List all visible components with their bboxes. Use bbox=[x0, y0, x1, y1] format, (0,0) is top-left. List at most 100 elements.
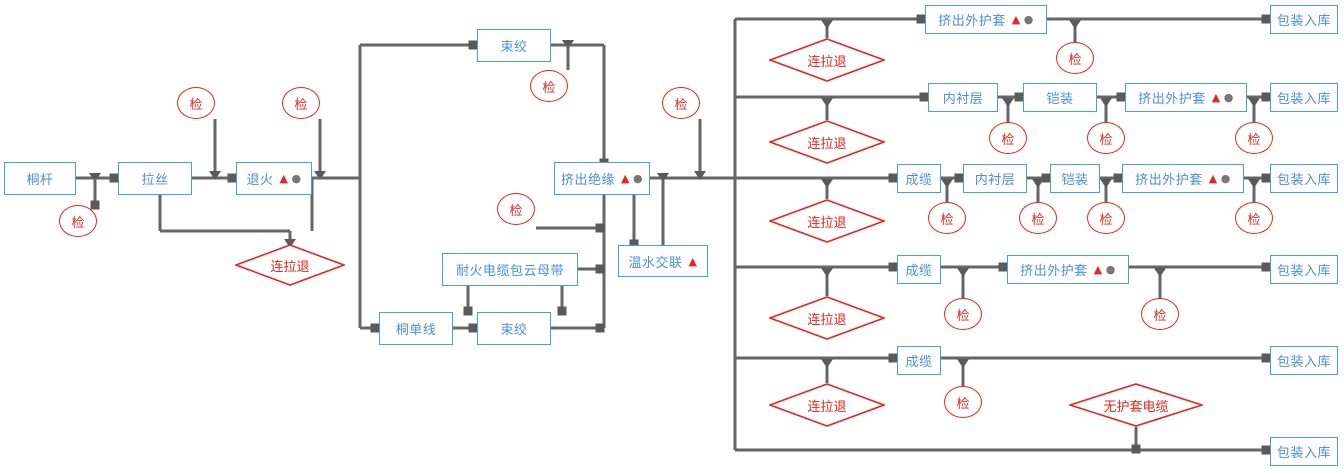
inspection-node-row-4-1[interactable]: 检 bbox=[1141, 298, 1179, 330]
inspection-node-row-4-0[interactable]: 检 bbox=[944, 298, 982, 330]
inspection-node-row-3-2[interactable]: 检 bbox=[1087, 202, 1125, 234]
inspection-node-jian-shujiao-top[interactable]: 检 bbox=[530, 70, 568, 102]
decision-node-row-2[interactable]: 连拉退 bbox=[769, 120, 885, 164]
decision-node-row-3[interactable]: 连拉退 bbox=[769, 199, 885, 243]
inspection-node-row-2-0[interactable]: 检 bbox=[989, 122, 1027, 154]
process-box-chenglan-row-5-0[interactable]: 成缆 bbox=[897, 346, 941, 375]
process-box-label: 包装入库 bbox=[1276, 14, 1331, 29]
arrow-head-icon bbox=[919, 92, 929, 102]
inspection-node-row-1-0[interactable]: 检 bbox=[1056, 42, 1094, 74]
process-box-tonggan-L0[interactable]: 桐杆 bbox=[4, 162, 76, 195]
triangle-marker-icon: ▲ bbox=[279, 172, 289, 185]
arrow-head-icon bbox=[468, 40, 478, 50]
process-box-jichuwaihutao-row-4-1[interactable]: 挤出外护套 ▲● bbox=[1007, 255, 1129, 284]
diamond-shape-icon bbox=[769, 199, 885, 243]
triangle-marker-icon: ▲ bbox=[1211, 91, 1221, 104]
process-box-baozhuangruku-row-4-2[interactable]: 包装入库 bbox=[1270, 255, 1338, 284]
inspection-node-label: 检 bbox=[1099, 212, 1113, 228]
process-box-label: 成缆 bbox=[905, 355, 933, 370]
triangle-marker-icon: ▲ bbox=[620, 172, 630, 185]
process-box-jichujueyuan-L4[interactable]: 挤出绝缘▲● bbox=[554, 162, 650, 195]
arrow-head-icon bbox=[1261, 14, 1271, 24]
decision-node-lianlatui-left[interactable]: 连拉退 bbox=[235, 244, 345, 286]
process-box-label: 温水交联 bbox=[628, 255, 683, 271]
inspection-node-jian-trunk[interactable]: 检 bbox=[662, 87, 700, 119]
arrow-head-down-icon bbox=[1100, 98, 1112, 107]
decision-node-label: 连拉退 bbox=[807, 312, 847, 328]
inspection-node-row-2-2[interactable]: 检 bbox=[1235, 122, 1273, 154]
inspection-node-jian-tuihuo[interactable]: 检 bbox=[282, 87, 320, 119]
process-box-label: 桐单线 bbox=[395, 323, 437, 338]
arrow-head-icon bbox=[888, 173, 898, 183]
inspection-node-label: 检 bbox=[542, 80, 556, 96]
arrow-head-icon bbox=[557, 306, 567, 316]
arrow-head-icon bbox=[1113, 173, 1123, 183]
arrow-head-icon bbox=[1261, 445, 1271, 455]
inspection-node-jian-lasi[interactable]: 检 bbox=[177, 87, 215, 119]
process-box-neichenceng-row-2-0[interactable]: 内衬层 bbox=[928, 83, 998, 112]
process-box-label: 内衬层 bbox=[974, 173, 1016, 188]
process-box-baozhuangruku-row-5-1[interactable]: 包装入库 bbox=[1270, 346, 1338, 375]
process-box-label: 桐杆 bbox=[26, 173, 54, 188]
process-box-chenglan-row-3-0[interactable]: 成缆 bbox=[897, 164, 941, 193]
inspection-node-row-2-1[interactable]: 检 bbox=[1087, 122, 1125, 154]
arrow-head-down-icon bbox=[1100, 179, 1112, 188]
process-box-jichuwaihutao-row-2-2[interactable]: 挤出外护套▲● bbox=[1125, 83, 1247, 112]
decision-node-row-6[interactable]: 无护套电缆 bbox=[1069, 383, 1203, 427]
arrow-head-icon bbox=[1261, 92, 1271, 102]
process-box-shujiao-bottom-L8[interactable]: 束绞 bbox=[477, 312, 551, 345]
inspection-node-row-5-0[interactable]: 检 bbox=[944, 386, 982, 418]
process-box-baozhuangruku-row-1-1[interactable]: 包装入库 bbox=[1270, 5, 1338, 34]
diamond-shape-icon bbox=[769, 296, 885, 340]
triangle-marker-icon: ▲ bbox=[1011, 13, 1021, 26]
arrow-head-icon bbox=[1261, 353, 1271, 363]
process-box-baozhuangruku-row-2-3[interactable]: 包装入库 bbox=[1270, 83, 1338, 112]
arrow-head-down-icon bbox=[694, 171, 706, 180]
inspection-node-jian-naihuo[interactable]: 检 bbox=[497, 193, 535, 225]
inspection-node-row-3-3[interactable]: 检 bbox=[1235, 202, 1273, 234]
inspection-node-label: 检 bbox=[1068, 52, 1082, 68]
process-box-shujiao-top-L3[interactable]: 束绞 bbox=[477, 29, 551, 62]
decision-node-row-5[interactable]: 连拉退 bbox=[769, 383, 885, 427]
process-box-chenglan-row-4-0[interactable]: 成缆 bbox=[897, 255, 941, 284]
process-box-label: 挤出外护套 bbox=[938, 14, 1006, 29]
inspection-node-jian-tonggan[interactable]: 检 bbox=[59, 205, 97, 237]
process-box-wenshuijiaolian-L5[interactable]: 温水交联▲ bbox=[618, 245, 708, 277]
decision-node-row-4[interactable]: 连拉退 bbox=[769, 296, 885, 340]
decision-node-row-1[interactable]: 连拉退 bbox=[769, 38, 885, 82]
process-box-jichuwaihutao-row-3-3[interactable]: 挤出外护套▲● bbox=[1122, 164, 1244, 193]
arrow-head-icon bbox=[1041, 173, 1051, 183]
arrow-head-icon bbox=[595, 223, 605, 233]
inspection-node-label: 检 bbox=[189, 97, 203, 113]
arrow-head-down-icon bbox=[1248, 179, 1260, 188]
arrow-head-down-icon bbox=[821, 98, 833, 107]
arrow-head-down-icon bbox=[657, 173, 669, 182]
process-box-baozhuangruku-row-3-4[interactable]: 包装入库 bbox=[1270, 164, 1338, 193]
process-box-jichuwaihutao-row-1-0[interactable]: 挤出外护套▲● bbox=[925, 5, 1047, 34]
process-box-label: 成缆 bbox=[905, 173, 933, 188]
process-box-kaizhuang-row-3-2[interactable]: 铠装 bbox=[1050, 164, 1100, 193]
inspection-node-row-3-1[interactable]: 检 bbox=[1019, 202, 1057, 234]
circle-marker-icon: ● bbox=[632, 172, 644, 185]
arrow-head-icon bbox=[109, 173, 119, 183]
arrow-head-down-icon bbox=[1069, 20, 1081, 29]
process-box-tuihuo-L2[interactable]: 退火▲● bbox=[236, 162, 312, 195]
diamond-shape-icon bbox=[769, 120, 885, 164]
triangle-marker-icon: ▲ bbox=[1093, 263, 1103, 276]
process-box-label: 耐火电缆包云母带 bbox=[455, 264, 564, 279]
circle-marker-icon: ● bbox=[1220, 172, 1231, 185]
arrow-head-down-icon bbox=[821, 20, 833, 29]
arrow-head-down-icon bbox=[941, 179, 953, 188]
process-box-kaizhuang-row-2-1[interactable]: 铠装 bbox=[1023, 83, 1097, 112]
process-box-naihuo-L6[interactable]: 耐火电缆包云母带 bbox=[442, 253, 578, 286]
circle-marker-icon: ● bbox=[1105, 263, 1116, 276]
process-box-label: 挤出外护套 bbox=[1020, 264, 1088, 279]
inspection-node-row-3-0[interactable]: 检 bbox=[928, 202, 966, 234]
process-box-label: 挤出外护套 bbox=[1135, 173, 1203, 188]
process-box-tongdanxian-L7[interactable]: 桐单线 bbox=[379, 312, 453, 345]
process-box-label: 退火 bbox=[246, 173, 274, 188]
process-box-lasi-L1[interactable]: 拉丝 bbox=[118, 162, 192, 195]
process-box-baozhuangruku-row-6-0[interactable]: 包装入库 bbox=[1270, 437, 1338, 466]
process-box-neichenceng-row-3-1[interactable]: 内衬层 bbox=[963, 164, 1027, 193]
